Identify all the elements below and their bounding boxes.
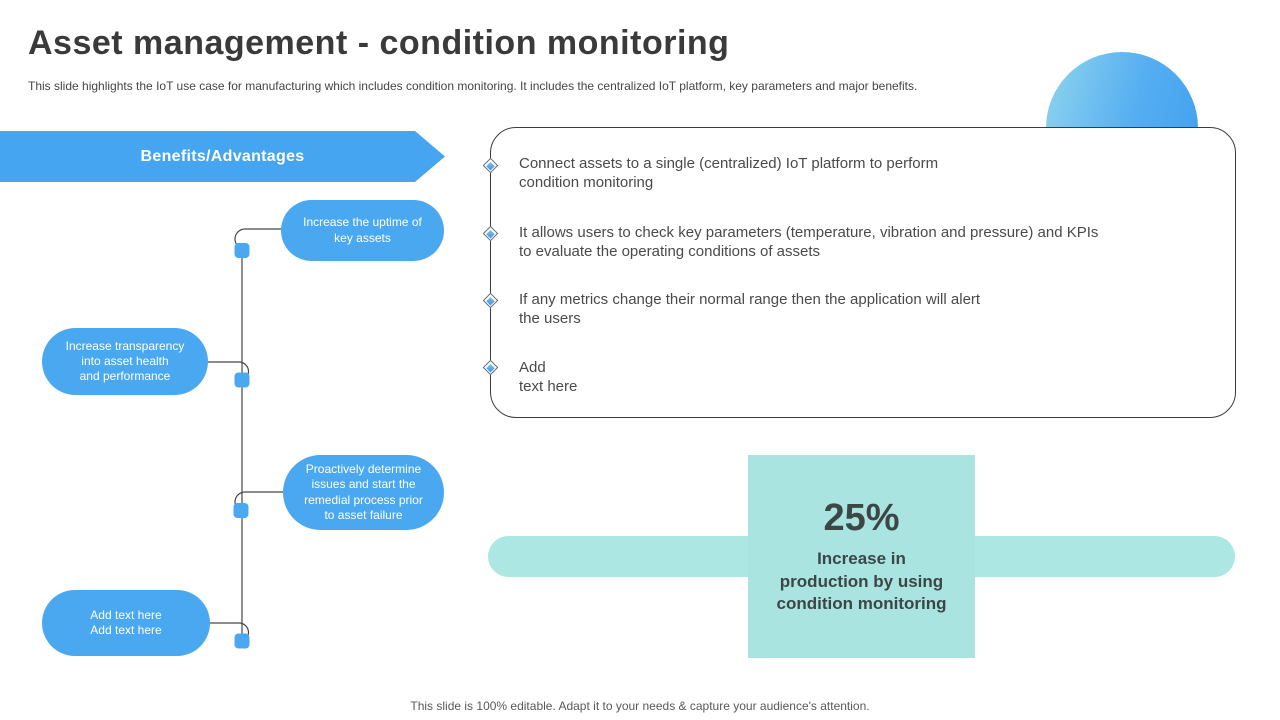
diamond-outer xyxy=(482,157,499,174)
footer-note: This slide is 100% editable. Adapt it to… xyxy=(410,699,870,713)
benefit-bubble-placeholder: Add text here Add text here xyxy=(42,590,210,656)
platform-point-connect: Connect assets to a single (centralized)… xyxy=(519,155,939,191)
diamond-inner xyxy=(486,229,495,238)
connector-node xyxy=(234,633,250,649)
connector-node xyxy=(234,372,250,388)
diamond-outer xyxy=(482,225,499,242)
connector-node xyxy=(233,503,249,518)
stat-card: 25% Increase in production by using cond… xyxy=(748,455,975,658)
benefits-banner-label: Benefits/Advantages xyxy=(140,147,305,165)
page-title: Asset management - condition monitoring xyxy=(28,24,730,62)
platform-point-parameters: It allows users to check key parameters … xyxy=(519,224,1099,260)
diamond-outer xyxy=(482,359,499,376)
diamond-outer xyxy=(482,292,499,309)
diamond-bullet-icon xyxy=(482,157,499,174)
diamond-bullet-icon xyxy=(482,225,499,242)
benefit-bubble-transparency: Increase transparency into asset health … xyxy=(42,328,208,395)
diamond-inner xyxy=(486,161,495,170)
stat-caption: Increase in production by using conditio… xyxy=(776,549,947,614)
iot-platform-panel: Connect assets to a single (centralized)… xyxy=(482,127,1236,418)
diamond-inner xyxy=(486,363,495,372)
diamond-bullet-icon xyxy=(482,292,499,309)
benefits-banner: Benefits/Advantages xyxy=(0,131,445,182)
page-subtitle: This slide highlights the IoT use case f… xyxy=(28,79,918,93)
stat-value: 25% xyxy=(823,497,900,540)
benefit-bubble-uptime: Increase the uptime of key assets xyxy=(281,200,444,261)
connector-node xyxy=(234,243,250,258)
diamond-inner xyxy=(486,296,495,305)
platform-point-alerts: If any metrics change their normal range… xyxy=(519,291,981,327)
platform-point-placeholder: Add text here xyxy=(519,359,578,395)
benefit-bubble-proactive: Proactively determine issues and start t… xyxy=(283,455,444,530)
diamond-bullet-icon xyxy=(482,359,499,376)
